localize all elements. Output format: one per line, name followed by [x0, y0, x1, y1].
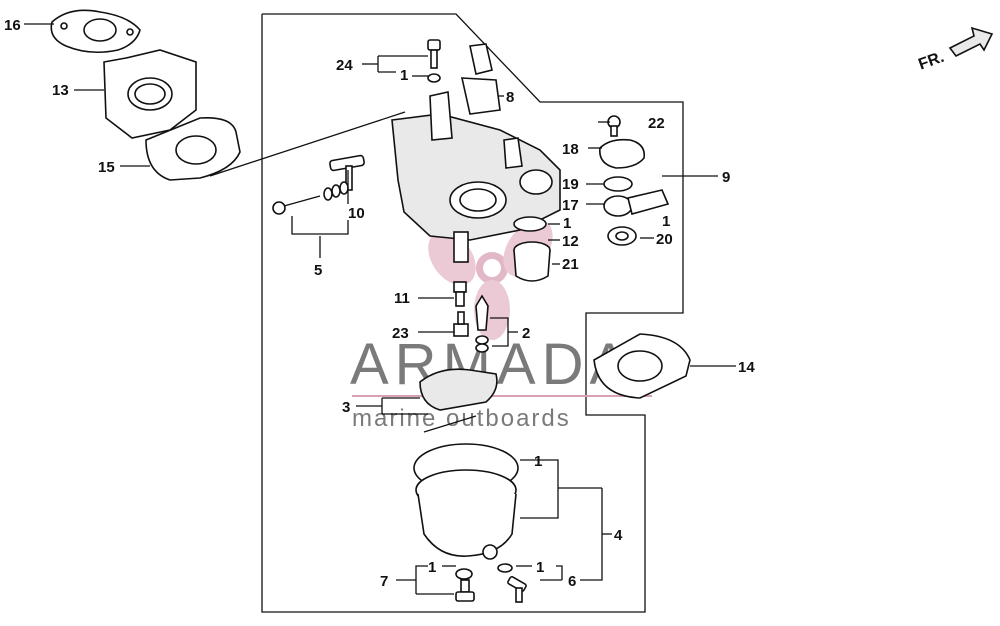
part-13-insulator: [103, 49, 197, 139]
part-3-float: [419, 368, 498, 433]
callout-6: 6: [568, 573, 576, 590]
callout-3: 3: [342, 399, 350, 416]
part-18-plate: [599, 138, 646, 169]
part-15-gasket: [145, 116, 241, 181]
part-22-screw: [607, 115, 621, 137]
part-24-screw: [427, 39, 441, 83]
callout-5: 5: [314, 262, 322, 279]
part-2-float-valve: [475, 294, 489, 353]
callout-24: 24: [336, 57, 353, 74]
callout-1-e: 1: [428, 559, 436, 576]
part-6-washer: [497, 563, 513, 573]
part-4-float-chamber: [413, 443, 519, 560]
part-7-screw: [455, 579, 475, 602]
callout-13: 13: [52, 82, 69, 99]
part-14-gasket: [593, 333, 691, 399]
callout-16: 16: [4, 17, 21, 34]
part-20-bushing: [607, 226, 637, 246]
callout-1-b: 1: [563, 215, 571, 232]
part-16-gasket: [50, 9, 141, 54]
part-5-screw-spring: [272, 181, 349, 215]
assembly-boundary: [261, 13, 684, 613]
callout-8: 8: [506, 89, 514, 106]
callout-1-d: 1: [536, 559, 544, 576]
leader-15-body: [209, 111, 406, 177]
callout-1-c: 1: [534, 453, 542, 470]
callout-14: 14: [738, 359, 755, 376]
part-12-oring: [513, 216, 547, 232]
callout-7: 7: [380, 573, 388, 590]
callout-19: 19: [562, 176, 579, 193]
callout-1-f: 1: [662, 213, 670, 230]
part-23-nozzle: [453, 311, 469, 337]
callout-22: 22: [648, 115, 665, 132]
callout-4: 4: [614, 527, 623, 544]
part-17-lever: [603, 189, 670, 217]
callout-21: 21: [562, 256, 579, 273]
front-direction-label: FR.: [916, 49, 946, 74]
part-8-bracket: [460, 43, 501, 115]
part-7-washer: [455, 568, 473, 580]
callout-9: 9: [722, 169, 730, 186]
callout-23: 23: [392, 325, 409, 342]
callout-10: 10: [348, 205, 365, 222]
callout-11: 11: [394, 290, 410, 307]
callout-18: 18: [562, 141, 579, 158]
callout-20: 20: [656, 231, 673, 248]
callout-1-a: 1: [400, 67, 408, 84]
part-9-carburetor-body: [391, 91, 561, 263]
callout-15: 15: [98, 159, 115, 176]
callout-17: 17: [562, 197, 579, 214]
callout-12: 12: [562, 233, 579, 250]
part-11-jet: [453, 281, 467, 307]
part-6-screw: [507, 575, 527, 603]
part-19-seal: [603, 176, 633, 192]
front-direction-arrow: [948, 26, 994, 58]
part-21-cup: [513, 241, 551, 282]
watermark-tagline: marine outboards: [352, 405, 571, 432]
callout-2: 2: [522, 325, 530, 342]
part-10-screw: [329, 154, 365, 191]
